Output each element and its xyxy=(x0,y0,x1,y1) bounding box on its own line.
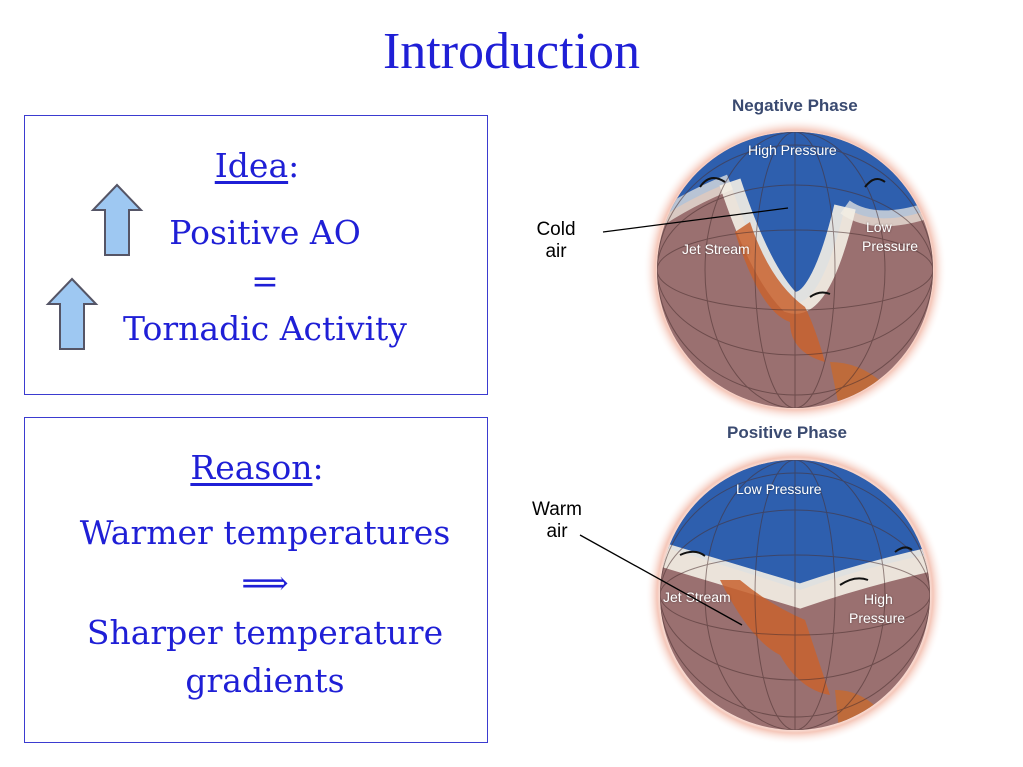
positive-low-pressure-label: Low Pressure xyxy=(736,481,822,497)
negative-phase-title: Negative Phase xyxy=(732,96,858,115)
negative-high-pressure-label: High Pressure xyxy=(748,142,837,158)
warm-air-callout: Warm air xyxy=(532,499,582,542)
idea-line-positive-ao: Positive AO xyxy=(169,213,361,252)
negative-low-label: Low xyxy=(866,219,892,235)
negative-pressure-label: Pressure xyxy=(862,238,919,254)
reason-line-warmer: Warmer temperatures xyxy=(79,513,451,552)
idea-heading: Idea: xyxy=(214,146,300,185)
reason-line-gradients: gradients xyxy=(185,661,345,700)
positive-high-label: High xyxy=(864,591,893,607)
up-arrow-icon xyxy=(90,183,144,256)
negative-jet-stream-label: Jet Stream xyxy=(682,241,750,257)
idea-box: Idea: Positive AO = Tornadic Activity xyxy=(24,115,488,395)
cold-air-callout: Cold air xyxy=(536,219,576,262)
positive-pressure-label: Pressure xyxy=(849,610,906,626)
reason-heading: Reason: xyxy=(190,448,324,487)
negative-phase-globe xyxy=(643,118,947,422)
reason-line-sharper: Sharper temperature xyxy=(86,613,444,652)
slide-title: Introduction xyxy=(382,23,641,80)
idea-line-tornadic: Tornadic Activity xyxy=(123,309,407,348)
reason-box: Reason: Warmer temperatures ⟹ Sharper te… xyxy=(24,417,488,743)
reason-line-implies: ⟹ xyxy=(241,563,289,602)
positive-jet-stream-label: Jet Stream xyxy=(663,589,731,605)
positive-phase-title: Positive Phase xyxy=(727,423,848,442)
positive-phase-globe xyxy=(645,445,945,745)
up-arrow-icon xyxy=(45,277,99,350)
idea-line-equals: = xyxy=(251,261,279,300)
